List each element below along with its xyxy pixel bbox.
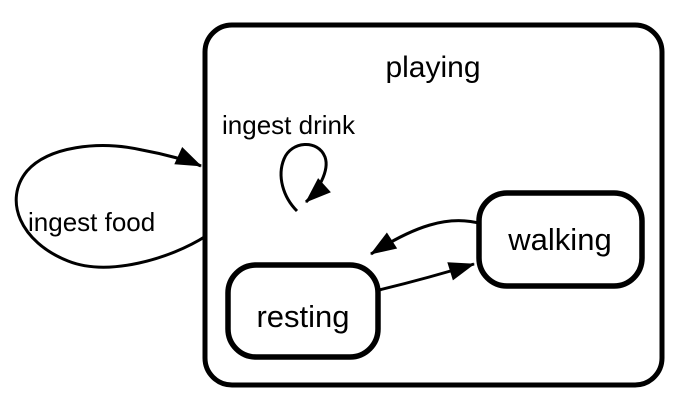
state-walking-box bbox=[476, 190, 645, 289]
state-resting-box bbox=[225, 262, 381, 360]
transition-ingest-food-arrow bbox=[14, 144, 207, 269]
transition-resting-to-walking-arrow bbox=[378, 262, 475, 292]
transition-ingest-drink-arrow bbox=[279, 143, 331, 213]
state-resting-label: resting bbox=[256, 299, 349, 334]
transition-ingest-food-label: ingest food bbox=[28, 207, 155, 237]
transition-walking-to-resting-arrow bbox=[370, 219, 483, 256]
transition-ingest-drink-label: ingest drink bbox=[222, 110, 356, 140]
state-playing-label: playing bbox=[385, 51, 480, 84]
state-walking-label: walking bbox=[507, 222, 611, 257]
